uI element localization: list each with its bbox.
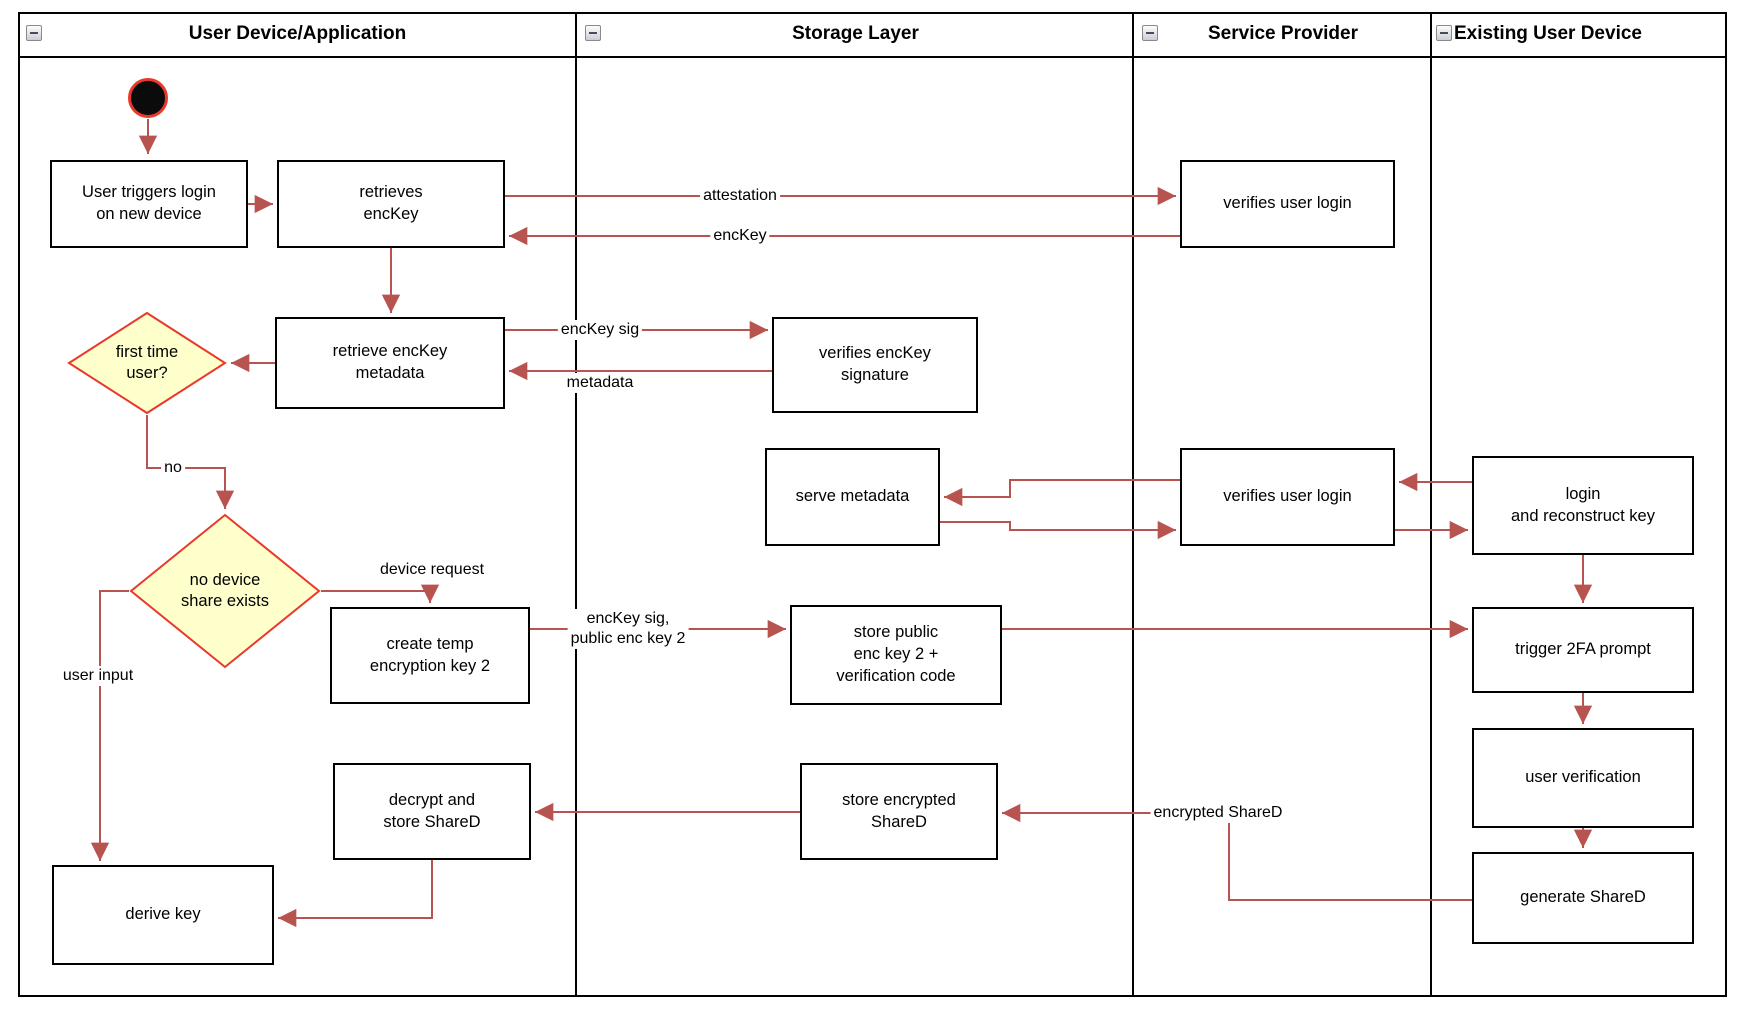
lane-header-storage-layer[interactable]: Storage Layer xyxy=(577,12,1134,56)
activity-generate-shared[interactable]: generate ShareD xyxy=(1472,852,1694,944)
activity-verifies-enckey-signature[interactable]: verifies encKey signature xyxy=(772,317,978,413)
lane-title: User Device/Application xyxy=(188,23,407,44)
swimlane-pool xyxy=(18,12,1727,997)
edge-label-enckey: encKey xyxy=(710,226,770,246)
minus-icon xyxy=(30,32,38,34)
collapse-icon[interactable] xyxy=(1142,25,1158,41)
lane-title: Service Provider xyxy=(1208,23,1358,44)
minus-icon xyxy=(1440,32,1448,34)
collapse-icon[interactable] xyxy=(26,25,42,41)
decision-label: no device share exists xyxy=(180,570,270,610)
activity-login-reconstruct-key[interactable]: login and reconstruct key xyxy=(1472,456,1694,555)
lane-divider-1 xyxy=(575,12,577,997)
edge-label-enckey-sig-public: encKey sig, public enc key 2 xyxy=(567,609,689,649)
activity-store-public-key[interactable]: store public enc key 2 + verification co… xyxy=(790,605,1002,705)
activity-verifies-user-login-1[interactable]: verifies user login xyxy=(1180,160,1395,248)
activity-user-verification[interactable]: user verification xyxy=(1472,728,1694,828)
edge-label-user-input: user input xyxy=(59,666,137,686)
edge-label-no: no xyxy=(161,458,185,478)
collapse-icon[interactable] xyxy=(1436,25,1452,41)
lane-header-underline xyxy=(18,56,1727,58)
edge-label-enckey-sig: encKey sig xyxy=(557,320,643,340)
edge-label-encrypted-shared: encrypted ShareD xyxy=(1150,803,1286,823)
start-node[interactable] xyxy=(128,78,168,118)
collapse-icon[interactable] xyxy=(585,25,601,41)
activity-retrieves-enckey[interactable]: retrieves encKey xyxy=(277,160,505,248)
lane-title: Existing User Device xyxy=(1454,23,1642,44)
edge-label-attestation: attestation xyxy=(700,186,780,206)
activity-serve-metadata[interactable]: serve metadata xyxy=(765,448,940,546)
decision-first-time-user[interactable]: first time user? xyxy=(67,311,227,415)
minus-icon xyxy=(589,32,597,34)
lane-header-user-device[interactable]: User Device/Application xyxy=(18,12,577,56)
activity-create-temp-key[interactable]: create temp encryption key 2 xyxy=(330,607,530,704)
edge-label-device-request: device request xyxy=(376,560,488,580)
activity-retrieve-enckey-metadata[interactable]: retrieve encKey metadata xyxy=(275,317,505,409)
activity-derive-key[interactable]: derive key xyxy=(52,865,274,965)
activity-user-triggers-login[interactable]: User triggers login on new device xyxy=(50,160,248,248)
lane-title: Storage Layer xyxy=(792,23,919,44)
decision-no-device-share[interactable]: no device share exists xyxy=(129,513,321,669)
activity-decrypt-store-shared[interactable]: decrypt and store ShareD xyxy=(333,763,531,860)
lane-header-service-provider[interactable]: Service Provider xyxy=(1134,12,1432,56)
activity-store-encrypted-shared[interactable]: store encrypted ShareD xyxy=(800,763,998,860)
edge-label-metadata: metadata xyxy=(563,373,637,393)
lane-divider-3 xyxy=(1430,12,1432,997)
lane-divider-2 xyxy=(1132,12,1134,997)
activity-verifies-user-login-2[interactable]: verifies user login xyxy=(1180,448,1395,546)
minus-icon xyxy=(1146,32,1154,34)
activity-trigger-2fa[interactable]: trigger 2FA prompt xyxy=(1472,607,1694,693)
decision-label: first time user? xyxy=(115,342,179,382)
lane-header-existing-device[interactable]: Existing User Device xyxy=(1432,12,1727,56)
